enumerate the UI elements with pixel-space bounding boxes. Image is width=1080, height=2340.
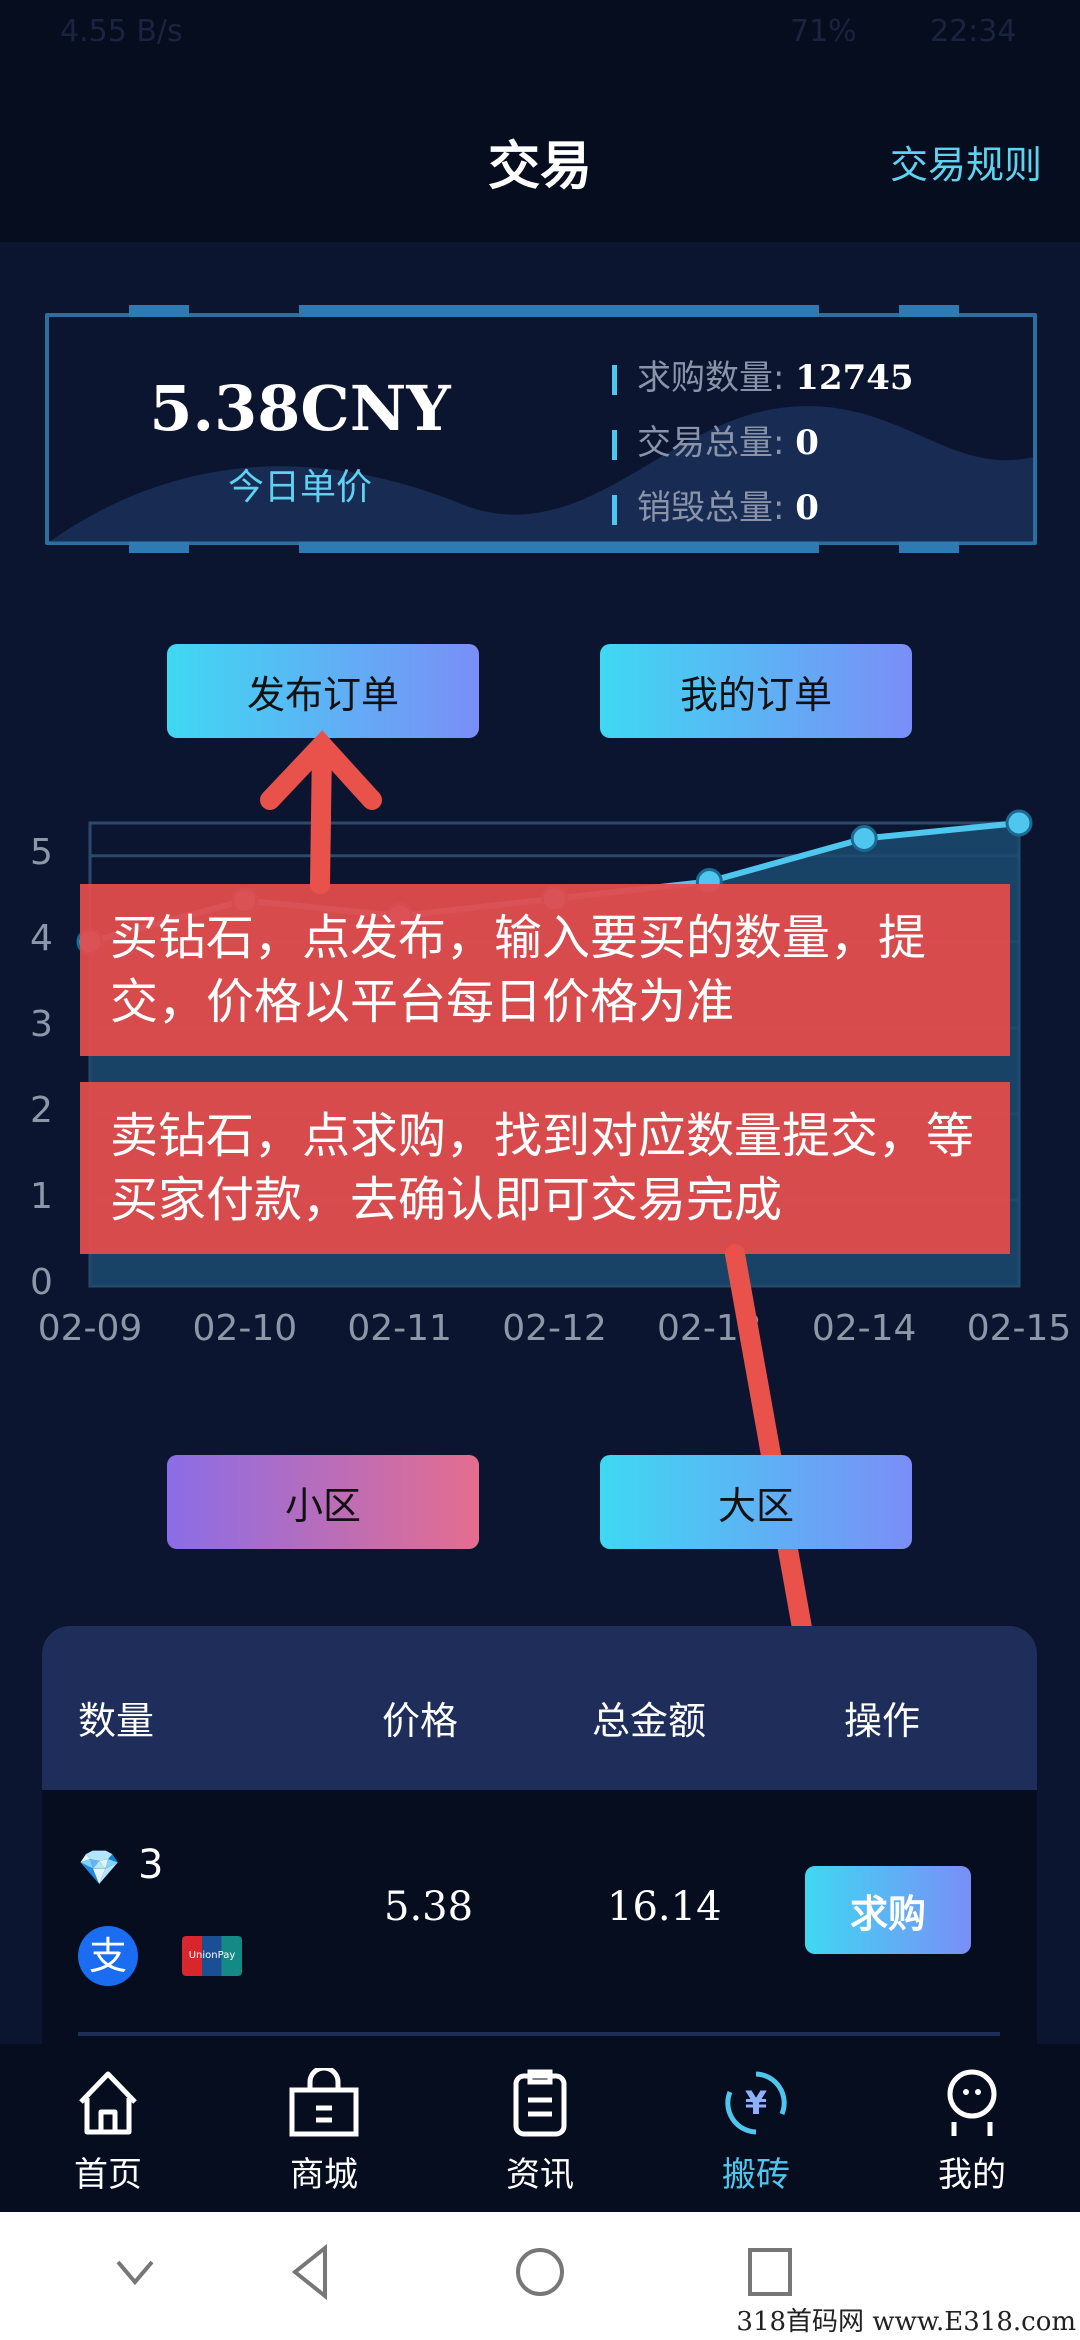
publish-order-button[interactable]: 发布订单 (167, 644, 479, 738)
col-price: 价格 (382, 1699, 459, 1743)
today-price-label: 今日单价 (227, 467, 372, 508)
back-icon[interactable] (285, 2242, 335, 2302)
trade-rules-link[interactable]: 交易规则 (889, 143, 1042, 187)
price-value: 5.38 (384, 1884, 474, 1930)
clock: 22:34 (930, 14, 1017, 49)
total-value: 16.14 (607, 1884, 722, 1930)
user-icon (947, 2069, 997, 2136)
col-quantity: 数量 (78, 1699, 155, 1743)
network-speed: 4.55 B/s (60, 14, 183, 49)
stats-frame (45, 305, 1037, 553)
page-title: 交易 (487, 137, 592, 197)
stat-buy-quantity: 求购数量: 12745 (612, 350, 914, 399)
y-tick-label: 2 (30, 1089, 53, 1131)
y-tick-label: 3 (30, 1003, 53, 1045)
x-tick-label: 02-10 (192, 1308, 298, 1349)
x-tick-label: 02-15 (966, 1308, 1072, 1349)
watermark: 318首码网 www.E318.com (736, 2307, 1076, 2337)
order-table: 数量 价格 总金额 操作 💎 3 支 UnionPay 5.38 16.14 求… (42, 1626, 1037, 2066)
shop-bag-icon (289, 2065, 359, 2137)
row-divider (78, 2032, 1000, 2036)
today-price: 5.38CNY (149, 372, 451, 445)
y-tick-label: 5 (30, 831, 53, 873)
y-tick-label: 0 (30, 1262, 53, 1303)
nav-shop[interactable]: 商城 (216, 2044, 432, 2212)
x-tick-label: 02-14 (811, 1308, 917, 1349)
x-tick-label: 02-09 (37, 1308, 143, 1349)
diamond-icon: 💎 (78, 1848, 121, 1888)
battery-level: 71% (790, 14, 857, 49)
data-point (1005, 809, 1033, 837)
home-icon (79, 2071, 137, 2135)
alipay-icon: 支 (78, 1926, 138, 1986)
home-button-icon[interactable] (510, 2242, 570, 2302)
unionpay-icon: UnionPay (182, 1936, 242, 1976)
nav-trade[interactable]: ¥ 搬砖 (648, 2044, 864, 2212)
sell-instruction-note: 卖钻石，点求购，找到对应数量提交，等买家付款，去确认即可交易完成 (80, 1082, 1010, 1254)
bottom-nav: 首页 商城 资讯 ¥ 搬砖 我的 (0, 2044, 1080, 2212)
data-point (850, 824, 878, 852)
y-tick-label: 1 (30, 1175, 53, 1217)
status-bar: 4.55 B/s 71% 22:34 (0, 0, 1080, 72)
stat-burn-total: 销毁总量: 0 (612, 480, 819, 529)
yuan-exchange-icon: ¥ (725, 2071, 787, 2135)
my-orders-button[interactable]: 我的订单 (600, 644, 912, 738)
x-tick-label: 02-12 (502, 1308, 607, 1349)
nav-home[interactable]: 首页 (0, 2044, 216, 2212)
small-zone-tab[interactable]: 小区 (167, 1455, 479, 1549)
col-total: 总金额 (592, 1699, 707, 1743)
system-nav-bar: 318首码网 www.E318.com (0, 2212, 1080, 2340)
wave-decoration (49, 406, 1033, 542)
collapse-icon[interactable] (110, 2252, 160, 2292)
buy-request-button[interactable]: 求购 (805, 1866, 971, 1954)
x-tick-label: 02-11 (347, 1308, 452, 1349)
col-action: 操作 (844, 1699, 921, 1743)
y-tick-label: 4 (30, 917, 53, 959)
clipboard-icon (513, 2069, 567, 2137)
nav-mine[interactable]: 我的 (864, 2044, 1080, 2212)
nav-news[interactable]: 资讯 (432, 2044, 648, 2212)
recents-icon[interactable] (740, 2242, 800, 2302)
app-header: 交易 交易规则 (0, 72, 1080, 242)
buy-instruction-note: 买钻石，点发布，输入要买的数量，提交，价格以平台每日价格为准 (80, 884, 1010, 1056)
quantity-value: 3 (138, 1842, 164, 1888)
svg-text:¥: ¥ (745, 2084, 767, 2122)
large-zone-tab[interactable]: 大区 (600, 1455, 912, 1549)
stat-trade-total: 交易总量: 0 (612, 415, 819, 464)
